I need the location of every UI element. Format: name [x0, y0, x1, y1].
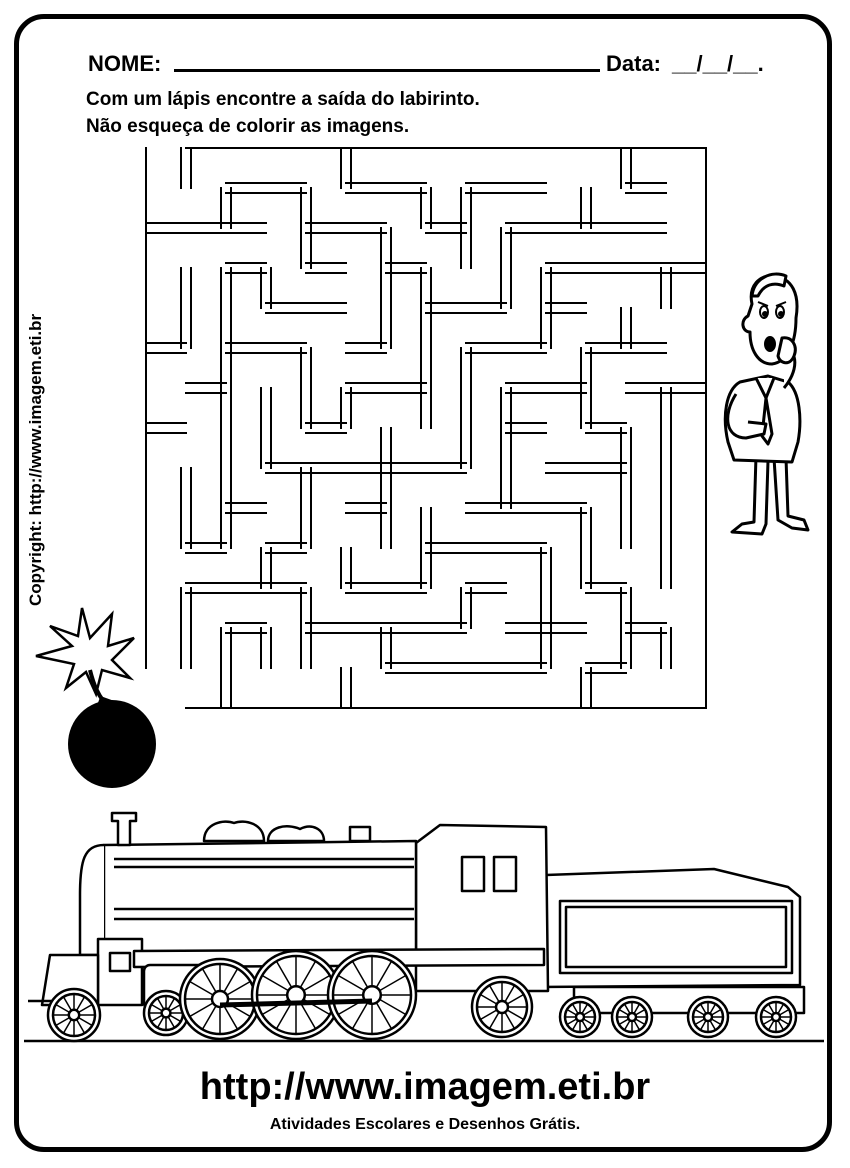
name-field[interactable] — [174, 69, 600, 72]
date-field[interactable]: __/__/__. — [672, 51, 764, 76]
worried-man-icon — [723, 272, 810, 536]
name-label: NOME: — [88, 51, 162, 76]
instruction-line-2: Não esqueça de colorir as imagens. — [86, 116, 410, 137]
bomb-icon — [35, 607, 156, 788]
footer-tagline: Atividades Escolares e Desenhos Grátis. — [269, 1116, 581, 1133]
footer-url[interactable]: http://www.imagem.eti.br — [199, 1066, 651, 1108]
worksheet-frame — [14, 14, 832, 1152]
date-label: Data: — [606, 51, 662, 76]
instruction-line-1: Com um lápis encontre a saída do labirin… — [86, 89, 480, 110]
steam-locomotive-icon — [24, 811, 824, 1043]
